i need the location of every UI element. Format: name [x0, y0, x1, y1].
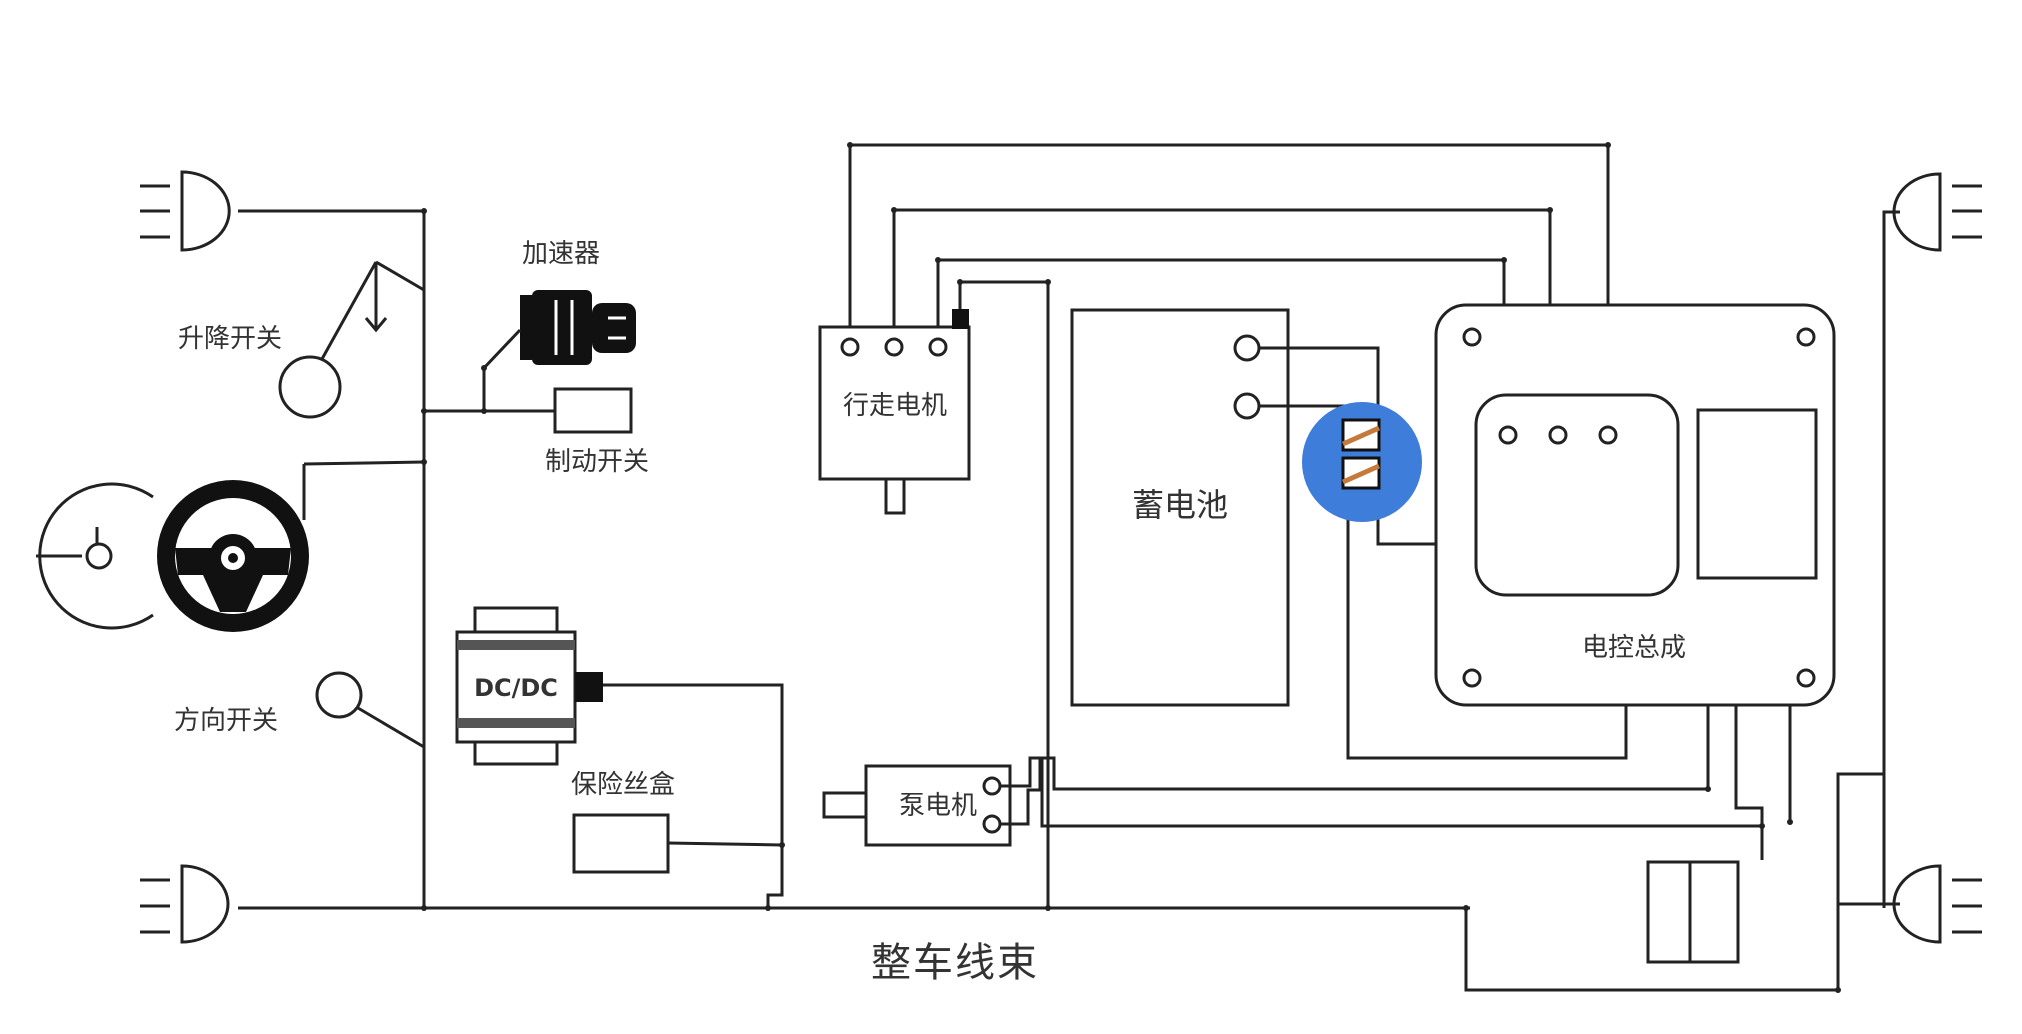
pump-motor-label: 泵电机: [899, 791, 977, 821]
direction-switch-label: 方向开关: [174, 706, 278, 736]
fuse-highlight-icon: [1302, 402, 1422, 522]
left-harness-wires: [238, 208, 555, 911]
headlight-top-right-icon: [1892, 172, 1982, 252]
headlight-bottom-right-icon: [1892, 864, 1982, 944]
dcdc-label: DC/DC: [474, 674, 558, 702]
direction-switch-icon: [315, 671, 363, 719]
accelerator-label: 加速器: [522, 239, 600, 269]
main-harness-wires: [238, 142, 1611, 911]
accelerator-icon: [481, 290, 636, 414]
battery: 蓄电池: [1070, 308, 1290, 707]
fuse-box-label: 保险丝盒: [571, 770, 675, 800]
fuse-box: [572, 813, 670, 874]
lift-switch-icon: [278, 261, 388, 419]
drive-motor: 行走电机: [818, 309, 971, 515]
brake-switch-label: 制动开关: [545, 447, 649, 477]
headlight-top-left-icon: [140, 170, 231, 252]
headlight-bottom-left-icon: [140, 864, 230, 944]
controller-assembly: 电控总成: [1434, 303, 1836, 707]
lift-switch-label: 升降开关: [178, 324, 282, 354]
steering-wheel-icon: [157, 480, 309, 632]
controller-label: 电控总成: [1582, 633, 1686, 663]
battery-label: 蓄电池: [1132, 486, 1228, 524]
pump-motor-wires: [1000, 756, 1765, 829]
pump-motor: 泵电机: [822, 764, 1012, 847]
right-headlight-wires: [1836, 212, 1900, 908]
dcdc-converter: DC/DC: [455, 606, 603, 766]
harness-label: 整车线束: [871, 940, 1039, 986]
dashboard-gauge-icon: [36, 482, 154, 630]
drive-motor-label: 行走电机: [843, 391, 947, 421]
brake-switch-box: [553, 387, 633, 434]
